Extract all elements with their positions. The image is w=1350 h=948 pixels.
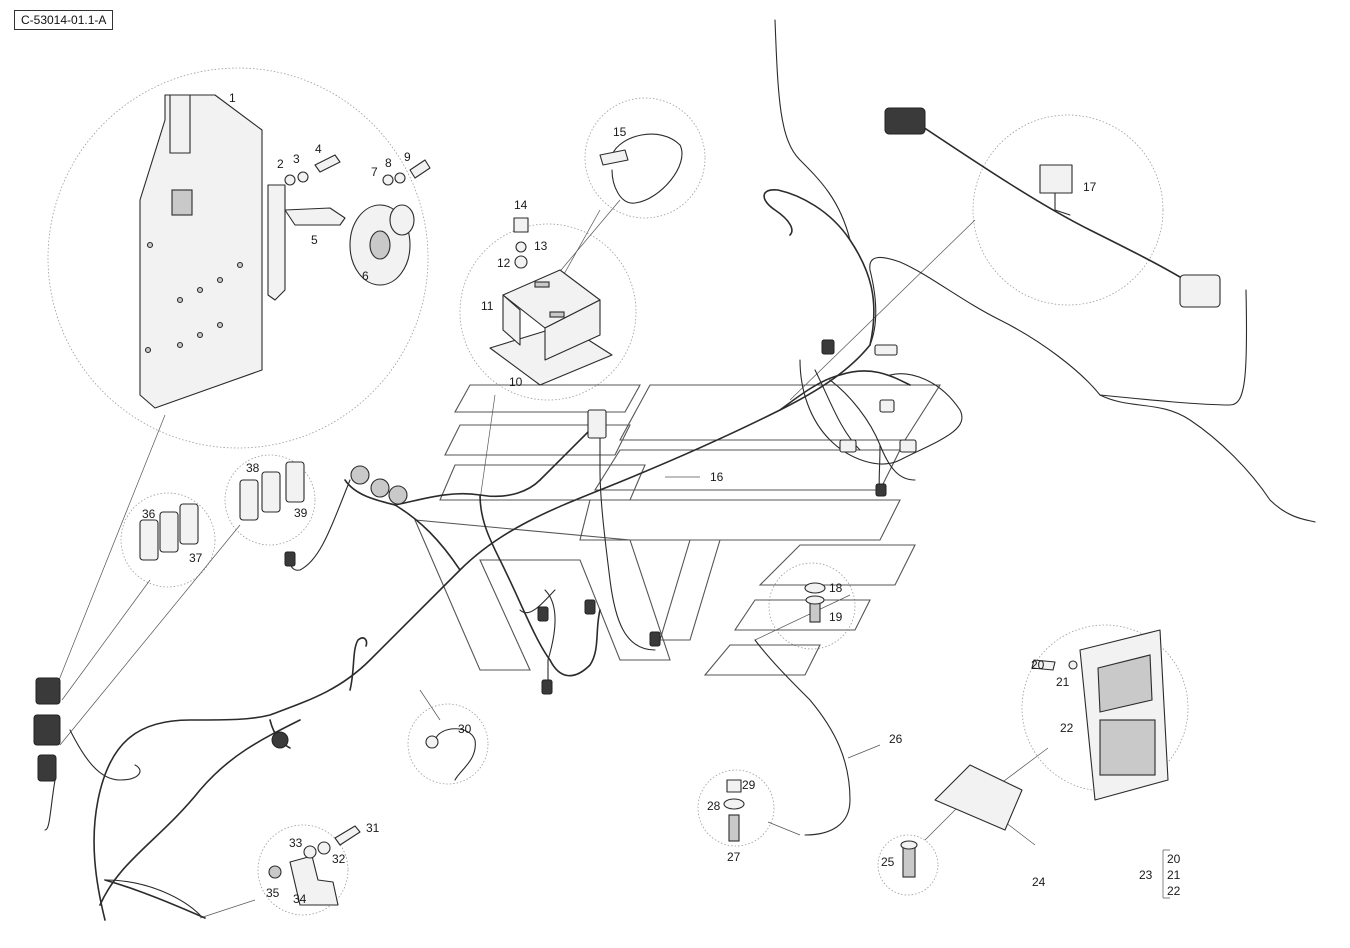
connector-harness (884, 107, 1221, 308)
callout-27: 27 (727, 850, 741, 864)
callout-5: 5 (311, 233, 318, 247)
callout-38: 38 (246, 461, 260, 475)
callout-11: 11 (481, 299, 494, 313)
callout-labels: 1 2 3 4 5 6 7 8 9 10 11 12 13 14 15 16 1… (142, 91, 1097, 906)
callout-2: 2 (277, 157, 284, 171)
callout-16: 16 (710, 470, 724, 484)
callout-6: 6 (362, 269, 369, 283)
callout-4: 4 (315, 142, 322, 156)
callout-19: 19 (829, 610, 843, 624)
callout-22: 22 (1060, 721, 1074, 735)
callout-31: 31 (366, 821, 380, 835)
callout-24: 24 (1032, 875, 1046, 889)
callout-1: 1 (229, 91, 236, 105)
callout-25: 25 (881, 855, 895, 869)
callout-29: 29 (742, 778, 756, 792)
kit-item-22: 22 (1167, 884, 1181, 898)
watermark-logo (414, 384, 942, 676)
callout-9: 9 (404, 150, 411, 164)
callout-7: 7 (371, 165, 378, 179)
callout-37: 37 (189, 551, 203, 565)
kit-item-20: 20 (1167, 852, 1181, 866)
callout-32: 32 (332, 852, 346, 866)
cable-tie (599, 133, 683, 204)
callout-39: 39 (294, 506, 308, 520)
kit-item-21: 21 (1167, 868, 1181, 882)
kit-callout: 23 20 21 22 (1139, 852, 1181, 898)
mounting-plate-assembly (139, 94, 431, 409)
callout-26: 26 (889, 732, 903, 746)
callout-13: 13 (534, 239, 548, 253)
callout-14: 14 (514, 198, 528, 212)
harness-connectors (33, 339, 917, 782)
callout-10: 10 (509, 375, 523, 389)
main-harness (44, 19, 1316, 921)
callout-8: 8 (385, 156, 392, 170)
kit-bracket (1162, 849, 1170, 899)
terminal-assembly (268, 825, 361, 906)
callout-30: 30 (458, 722, 472, 736)
callout-18: 18 (829, 581, 843, 595)
callout-20: 20 (1031, 658, 1045, 672)
callout-34: 34 (293, 892, 307, 906)
kit-label-23: 23 (1139, 868, 1153, 882)
fuse-box (1031, 629, 1169, 801)
callout-12: 12 (497, 256, 511, 270)
bracket-assembly (489, 217, 613, 386)
bolt-washer-18-19 (804, 582, 826, 623)
drawing-reference: C-53014-01.1-A (14, 10, 114, 30)
callout-36: 36 (142, 507, 156, 521)
relays (139, 461, 305, 561)
support-plate (900, 764, 1023, 878)
callout-28: 28 (707, 799, 721, 813)
callout-33: 33 (289, 836, 303, 850)
callout-21: 21 (1056, 675, 1070, 689)
cable-clip (425, 728, 476, 781)
callout-15: 15 (613, 125, 627, 139)
callout-35: 35 (266, 886, 280, 900)
detail-circles (47, 67, 1189, 916)
callout-3: 3 (293, 152, 300, 166)
nut-washer-bolt (723, 779, 745, 842)
callout-17: 17 (1083, 180, 1097, 194)
